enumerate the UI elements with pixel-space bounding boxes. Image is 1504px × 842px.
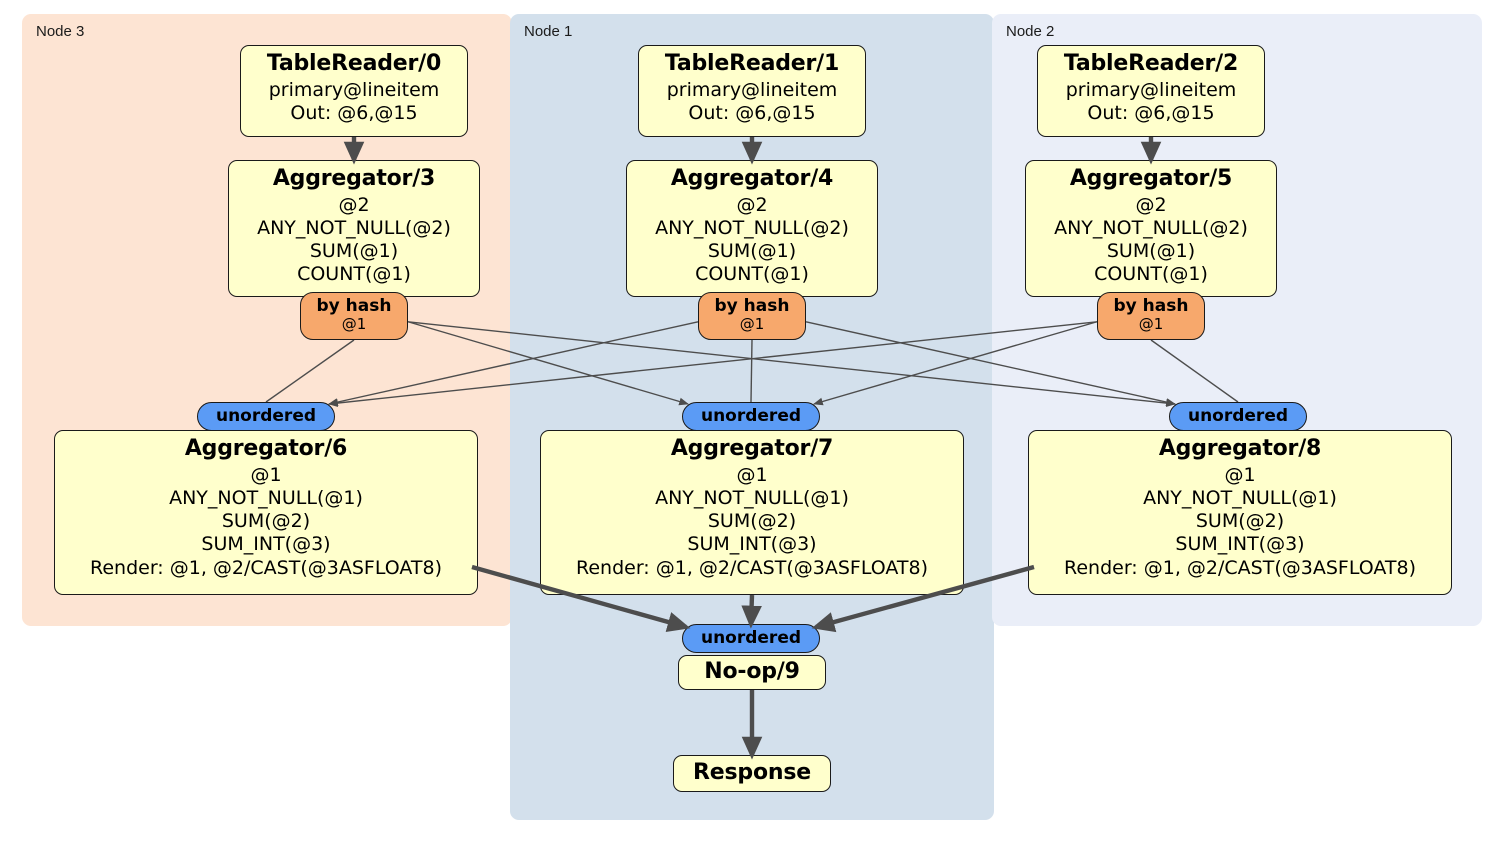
processor-aggregator5-line-2: SUM(@1) bbox=[1106, 240, 1196, 263]
synchronizer-unordered6[interactable]: unordered bbox=[197, 402, 335, 431]
hash-router-hash5-label: by hash bbox=[1113, 296, 1189, 316]
processor-aggregator8-line-4: Render: @1, @2/CAST(@3ASFLOAT8) bbox=[1064, 556, 1416, 579]
processor-aggregator5-line-1: ANY_NOT_NULL(@2) bbox=[1054, 217, 1248, 239]
processor-aggregator7-title: Aggregator/7 bbox=[670, 436, 834, 461]
processor-noop9[interactable]: No-op/9 bbox=[678, 655, 826, 690]
synchronizer-unordered8-label: unordered bbox=[1187, 405, 1289, 426]
processor-tablereader2-line-1: Out: @6,@15 bbox=[1087, 102, 1215, 124]
synchronizer-unordered9[interactable]: unordered bbox=[682, 624, 820, 653]
processor-aggregator5-line-3: COUNT(@1) bbox=[1094, 263, 1208, 286]
hash-router-hash5-sub: @1 bbox=[1138, 314, 1164, 333]
processor-aggregator3-line-2: SUM(@1) bbox=[309, 240, 399, 263]
processor-aggregator7-line-2: SUM(@2) bbox=[707, 510, 797, 533]
processor-aggregator4-line-2: SUM(@1) bbox=[707, 240, 797, 263]
hash-router-hash4-label: by hash bbox=[714, 296, 790, 316]
processor-aggregator3-line-0: @2 bbox=[338, 193, 370, 216]
processor-aggregator8-line-3: SUM_INT(@3) bbox=[1175, 533, 1305, 556]
processor-tablereader1-title: TableReader/1 bbox=[664, 51, 840, 76]
panel-node-1-label: Node 1 bbox=[524, 23, 573, 40]
processor-aggregator4-line-0: @2 bbox=[736, 193, 768, 216]
processor-aggregator6-line-1: ANY_NOT_NULL(@1) bbox=[169, 487, 363, 509]
processor-aggregator8-line-2: SUM(@2) bbox=[1195, 510, 1285, 533]
processor-aggregator6-title: Aggregator/6 bbox=[184, 436, 348, 461]
processor-tablereader1-line-1: Out: @6,@15 bbox=[688, 102, 816, 124]
processor-aggregator5-title: Aggregator/5 bbox=[1069, 166, 1233, 191]
hash-router-hash3[interactable]: by hash@1 bbox=[300, 292, 408, 340]
processor-response[interactable]: Response bbox=[673, 755, 831, 792]
processor-aggregator7-line-4: Render: @1, @2/CAST(@3ASFLOAT8) bbox=[576, 556, 928, 579]
processor-aggregator8-line-1: ANY_NOT_NULL(@1) bbox=[1143, 487, 1337, 509]
synchronizer-unordered7[interactable]: unordered bbox=[682, 402, 820, 431]
processor-aggregator8-title: Aggregator/8 bbox=[1158, 436, 1322, 461]
processor-aggregator6-line-0: @1 bbox=[250, 463, 282, 486]
processor-tablereader2-line-0: primary@lineitem bbox=[1065, 78, 1237, 101]
processor-aggregator8-line-0: @1 bbox=[1224, 463, 1256, 486]
processor-tablereader1-line-0: primary@lineitem bbox=[666, 78, 838, 101]
processor-aggregator4-line-1: ANY_NOT_NULL(@2) bbox=[655, 217, 849, 239]
synchronizer-unordered7-label: unordered bbox=[700, 405, 802, 426]
processor-aggregator6-line-3: SUM_INT(@3) bbox=[201, 533, 331, 556]
processor-tablereader2-title: TableReader/2 bbox=[1063, 51, 1239, 76]
processor-aggregator5-line-0: @2 bbox=[1135, 193, 1167, 216]
processor-aggregator7-line-0: @1 bbox=[736, 463, 768, 486]
processor-aggregator3-title: Aggregator/3 bbox=[272, 166, 436, 191]
processor-aggregator4-line-3: COUNT(@1) bbox=[695, 263, 809, 286]
processor-aggregator6-line-2: SUM(@2) bbox=[221, 510, 311, 533]
processor-aggregator3-line-3: COUNT(@1) bbox=[297, 263, 411, 286]
processor-tablereader0-line-1: Out: @6,@15 bbox=[290, 102, 418, 124]
hash-router-hash4-sub: @1 bbox=[739, 314, 765, 333]
processor-noop9-title: No-op/9 bbox=[704, 658, 800, 684]
processor-aggregator7-line-3: SUM_INT(@3) bbox=[687, 533, 817, 556]
processor-aggregator3-line-1: ANY_NOT_NULL(@2) bbox=[257, 217, 451, 239]
synchronizer-unordered8[interactable]: unordered bbox=[1169, 402, 1307, 431]
hash-router-hash3-label: by hash bbox=[316, 296, 392, 316]
processor-tablereader0-line-0: primary@lineitem bbox=[268, 78, 440, 101]
synchronizer-unordered9-label: unordered bbox=[700, 627, 802, 648]
processor-aggregator6-line-4: Render: @1, @2/CAST(@3ASFLOAT8) bbox=[90, 556, 442, 579]
processor-aggregator7-line-1: ANY_NOT_NULL(@1) bbox=[655, 487, 849, 509]
panel-node-2-label: Node 2 bbox=[1006, 23, 1055, 40]
hash-router-hash5[interactable]: by hash@1 bbox=[1097, 292, 1205, 340]
processor-response-title: Response bbox=[693, 759, 811, 785]
panel-node-3-label: Node 3 bbox=[36, 23, 85, 40]
hash-router-hash3-sub: @1 bbox=[341, 314, 367, 333]
synchronizer-unordered6-label: unordered bbox=[215, 405, 317, 426]
hash-router-hash4[interactable]: by hash@1 bbox=[698, 292, 806, 340]
processor-tablereader0-title: TableReader/0 bbox=[266, 51, 442, 76]
processor-aggregator4-title: Aggregator/4 bbox=[670, 166, 834, 191]
